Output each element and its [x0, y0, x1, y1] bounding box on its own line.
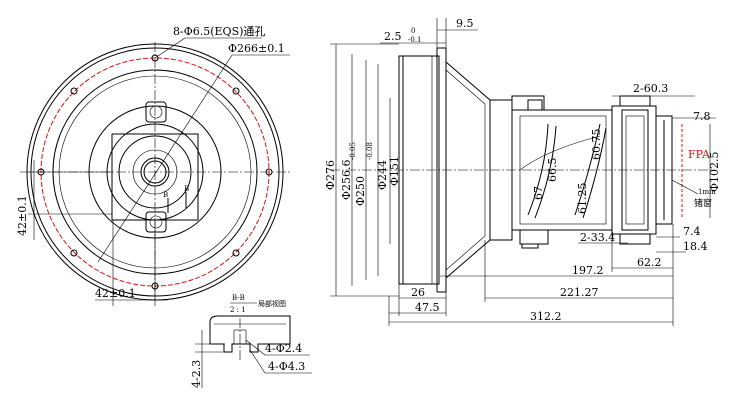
dim-197-2: 197.2 — [572, 264, 604, 277]
dim-26: 26 — [411, 286, 425, 299]
detail-view: B-B 2 : 1 局部视图 4-Φ2.4 4-Φ4.3 4-2.3 — [190, 294, 312, 388]
side-view: FPA Φ276 Φ256.6 Φ250 -0.05 -0.08 Φ244 Φ1… — [324, 17, 721, 326]
hole-note: 8-Φ6.5(EQS)通孔 — [173, 25, 265, 38]
dim-dia-244: Φ244 — [376, 160, 389, 190]
dim-dia-151: Φ151 — [388, 156, 401, 186]
dim-dia-250-tol-upper: -0.05 — [349, 142, 357, 160]
dim-tol-upper: 0 — [411, 27, 415, 35]
depth-note: 4-2.3 — [190, 360, 203, 388]
dim-left: 42±0.1 — [16, 195, 29, 236]
dim-bottom: 42±0.1 — [95, 287, 136, 300]
window-note-2: 锗窗 — [694, 197, 712, 209]
section-mark-b2: B — [184, 185, 189, 193]
dim-62-2: 62.2 — [637, 256, 662, 269]
window-note-1: 1mm — [698, 188, 716, 196]
dim-tol-lower: -0.1 — [408, 36, 422, 44]
dim-dia-250-tol-lower: -0.08 — [366, 142, 374, 160]
detail-title-suffix: 局部视图 — [258, 299, 286, 308]
bottom-dimensions: 2-33.4 7.4 18.4 62.2 197.2 26 221.27 47.… — [388, 224, 708, 326]
dim-2-60-3: 2-60.3 — [633, 82, 668, 95]
dim-top-a: 2.5 — [384, 30, 402, 43]
dim-66-5: 66.5 — [546, 158, 559, 183]
front-view: B B 8-Φ6.5(EQS)通孔 Φ266±0.1 42±0.1 42±0.1 — [16, 25, 290, 306]
diameter-note: Φ266±0.1 — [228, 42, 285, 55]
fpa-label: FPA — [688, 148, 711, 161]
section-mark-b1: B — [163, 191, 168, 199]
detail-title-1: B-B — [232, 294, 245, 302]
dim-221-27: 221.27 — [560, 286, 599, 299]
dim-dia-250: Φ250 — [354, 176, 367, 206]
top-dimensions: 2.5 0 -0.1 9.5 — [380, 17, 478, 48]
dim-312-2: 312.2 — [530, 310, 562, 323]
hole-large-note: 4-Φ4.3 — [268, 360, 305, 373]
diameter-dimensions: Φ276 Φ256.6 Φ250 -0.05 -0.08 Φ244 Φ151 Φ… — [324, 43, 721, 297]
dim-2-33-4: 2-33.4 — [580, 231, 615, 244]
detail-title-2: 2 : 1 — [230, 306, 246, 314]
dim-7-4: 7.4 — [683, 225, 701, 238]
dim-dia-256: Φ256.6 — [340, 159, 353, 200]
dim-top-b: 9.5 — [456, 17, 474, 30]
dim-18-4: 18.4 — [683, 240, 708, 253]
dim-67: 67 — [532, 186, 545, 200]
hole-small-note: 4-Φ2.4 — [265, 342, 302, 355]
dim-60-75: 60.75 — [590, 129, 603, 161]
dim-7-8: 7.8 — [693, 110, 711, 123]
dim-47-5: 47.5 — [415, 301, 440, 314]
dim-61-25: 61.25 — [576, 183, 589, 215]
dim-dia-102: Φ102.5 — [708, 151, 721, 192]
dim-dia-276: Φ276 — [324, 160, 337, 190]
